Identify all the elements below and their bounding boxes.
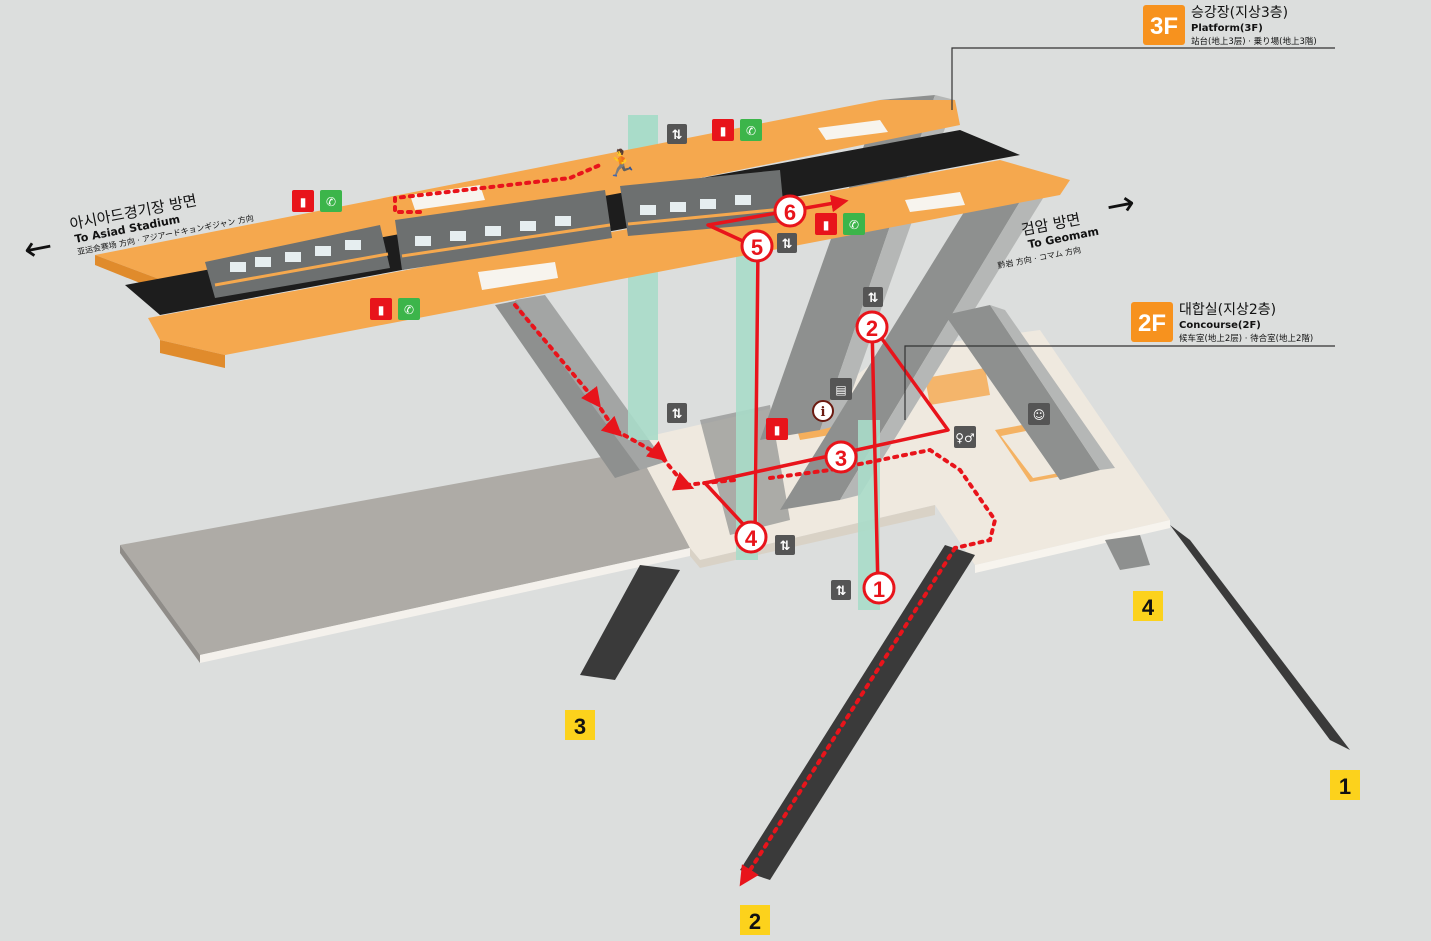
step-3-label: 3 — [835, 446, 847, 471]
step-marker-1: 1 — [862, 571, 896, 605]
emergency-phone-icon: ✆ — [843, 213, 865, 235]
floor-badge-3f: 3F — [1150, 13, 1178, 40]
elevator-icon: ⇅ — [831, 580, 851, 600]
nursing-room-icon: ☺ — [1028, 403, 1050, 425]
ground-plaza — [120, 450, 690, 663]
emergency-phone-icon: ✆ — [398, 298, 420, 320]
step-2-label: 2 — [866, 316, 878, 341]
svg-text:▮: ▮ — [378, 303, 385, 317]
svg-text:🏃: 🏃 — [605, 148, 637, 179]
svg-text:✆: ✆ — [849, 218, 859, 232]
facility-icons: ⇅ ⇅ ⇅ ⇅ ⇅ ⇅ ▮ ✆ ▮ ✆ ▮ ✆ ▮ ✆ ▮ 🏃 i ▤ ♀♂ ☺ — [292, 119, 1050, 600]
floor-title-cjk-3f: 站台(地上3层) · 乗り場(地上3階) — [1191, 36, 1317, 47]
svg-text:✆: ✆ — [746, 124, 756, 138]
exit-label-4: 4 — [1133, 591, 1163, 621]
step-6-label: 6 — [784, 200, 796, 225]
svg-text:▮: ▮ — [720, 124, 727, 138]
floor-title-en-2f: Concourse(2F) — [1179, 320, 1261, 331]
exit-1-number: 1 — [1339, 774, 1351, 799]
svg-text:⇅: ⇅ — [672, 407, 683, 422]
fire-extinguisher-icon: ▮ — [712, 119, 734, 141]
exit-4-number: 4 — [1142, 595, 1155, 620]
floor-title-ko-3f: 승강장(지상3층) — [1191, 5, 1288, 21]
svg-text:▤: ▤ — [835, 383, 846, 397]
floor-label-2f: 2F 대합실(지상2층) Concourse(2F) 候车室(地上2层) · 待… — [1131, 302, 1313, 344]
direction-right-arrow: → — [1103, 183, 1139, 228]
step-marker-2: 2 — [855, 310, 889, 344]
floor-leader-lines — [904, 47, 1335, 420]
svg-text:✆: ✆ — [326, 195, 336, 209]
elevator-icon: ⇅ — [667, 124, 687, 144]
emergency-phone-icon: ✆ — [320, 190, 342, 212]
svg-text:⇅: ⇅ — [782, 237, 793, 252]
exit-label-3: 3 — [565, 710, 595, 740]
svg-text:✆: ✆ — [404, 303, 414, 317]
floor-badge-2f: 2F — [1138, 310, 1166, 337]
elevator-icon: ⇅ — [863, 287, 883, 307]
restroom-icon: ♀♂ — [954, 426, 976, 448]
exit-stairs — [580, 525, 1350, 880]
step-marker-5: 5 — [740, 229, 774, 263]
svg-text:♀♂: ♀♂ — [955, 431, 975, 445]
step-markers: 1 2 3 4 5 6 — [734, 194, 896, 605]
svg-text:⇅: ⇅ — [780, 539, 791, 554]
svg-text:▮: ▮ — [823, 218, 830, 232]
fire-extinguisher-icon: ▮ — [815, 213, 837, 235]
ticket-machine-icon: ▤ — [830, 378, 852, 400]
info-icon: i — [812, 400, 834, 422]
step-marker-6: 6 — [773, 194, 807, 228]
evacuation-route — [393, 163, 998, 887]
svg-text:▮: ▮ — [300, 195, 307, 209]
exit-label-1: 1 — [1330, 770, 1360, 800]
exit-2-number: 2 — [749, 909, 761, 934]
floor-title-ko-2f: 대합실(지상2층) — [1179, 302, 1276, 318]
step-marker-3: 3 — [824, 440, 858, 474]
svg-text:⇅: ⇅ — [836, 584, 847, 599]
elevator-icon: ⇅ — [777, 233, 797, 253]
floor-label-3f: 3F 승강장(지상3층) Platform(3F) 站台(地上3层) · 乗り場… — [1143, 5, 1317, 47]
fire-extinguisher-icon: ▮ — [370, 298, 392, 320]
fire-extinguisher-icon: ▮ — [292, 190, 314, 212]
svg-text:▮: ▮ — [774, 423, 781, 437]
svg-text:⇅: ⇅ — [672, 128, 683, 143]
direction-left-arrow: ← — [20, 226, 56, 271]
fire-extinguisher-icon: ▮ — [766, 418, 788, 440]
step-1-label: 1 — [873, 577, 885, 602]
exit-label-2: 2 — [740, 905, 770, 935]
emergency-phone-icon: ✆ — [740, 119, 762, 141]
step-marker-4: 4 — [734, 520, 768, 554]
emergency-exit-icon: 🏃 — [605, 148, 637, 179]
step-4-label: 4 — [745, 526, 758, 551]
elevator-icon: ⇅ — [775, 535, 795, 555]
elevator-icon: ⇅ — [667, 403, 687, 423]
floor-title-en-3f: Platform(3F) — [1191, 23, 1263, 34]
step-5-label: 5 — [751, 235, 763, 260]
svg-text:☺: ☺ — [1033, 408, 1046, 422]
floor-title-cjk-2f: 候车室(地上2层) · 待合室(地上2階) — [1179, 333, 1313, 344]
svg-text:⇅: ⇅ — [868, 291, 879, 306]
svg-text:i: i — [821, 405, 826, 420]
exit-3-number: 3 — [574, 714, 586, 739]
